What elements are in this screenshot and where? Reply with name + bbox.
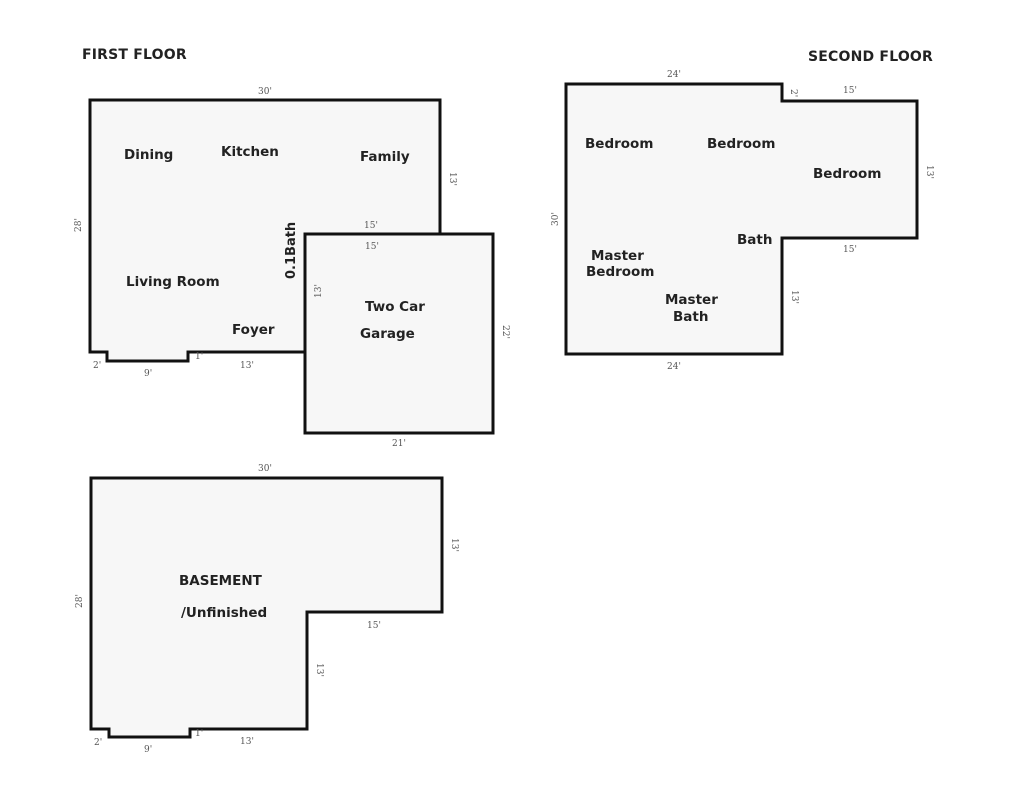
bedroom-3-label: Bedroom (813, 166, 881, 182)
family-label: Family (360, 149, 410, 165)
garage-label-line2: Garage (360, 326, 415, 342)
dim-garage-right: 22' (500, 325, 510, 339)
dim-basement-right: 13' (449, 538, 459, 552)
basement-outline (89, 476, 444, 739)
dim-second-left: 30' (551, 212, 561, 226)
dim-basement-step-in: 15' (367, 621, 381, 631)
dim-second-top-right: 15' (843, 86, 857, 96)
half-bath-label: 0.1Bath (284, 222, 299, 279)
second-floor-outline (564, 82, 919, 356)
bath-label: Bath (737, 232, 772, 248)
master-bedroom-label-line2: Bedroom (586, 264, 654, 280)
dim-first-top: 30' (258, 87, 272, 97)
dim-second-top: 24' (667, 70, 681, 80)
master-bath-label-line2: Bath (673, 309, 708, 325)
dim-second-bottom: 24' (667, 362, 681, 372)
dim-second-step: 2' (788, 89, 798, 97)
first-floor-plan: Dining Kitchen Family 0.1Bath Living Roo… (74, 87, 510, 449)
dim-first-notch-right: 1' (195, 352, 203, 362)
kitchen-label: Kitchen (221, 144, 279, 160)
dim-garage-top: 15' (365, 242, 379, 252)
dim-first-notch-left: 2' (93, 361, 101, 371)
dim-garage-left: 13' (314, 284, 324, 298)
basement-label-line1: BASEMENT (179, 573, 263, 589)
basement-plan: BASEMENT /Unfinished 30' 28' 13' 15' 13'… (75, 464, 459, 755)
dim-garage-bottom: 21' (392, 439, 406, 449)
dim-first-notch-bottom: 9' (144, 369, 152, 379)
dim-basement-notch-right: 1' (195, 729, 203, 739)
dim-basement-bottom-right: 13' (240, 737, 254, 747)
master-bath-label-line1: Master (665, 292, 718, 308)
first-floor-outline (88, 98, 442, 363)
bedroom-1-label: Bedroom (585, 136, 653, 152)
master-bedroom-label-line1: Master (591, 248, 644, 264)
dining-label: Dining (124, 147, 173, 163)
dim-second-right: 13' (924, 165, 934, 179)
bedroom-2-label: Bedroom (707, 136, 775, 152)
dim-basement-inner-vertical: 13' (314, 663, 324, 677)
dim-basement-top: 30' (258, 464, 272, 474)
garage-label-line1: Two Car (365, 299, 425, 315)
dim-first-right: 13' (447, 172, 457, 186)
dim-first-bottom-right: 13' (240, 361, 254, 371)
first-floor-heading: FIRST FLOOR (82, 47, 187, 63)
dim-second-inner-vertical: 13' (789, 290, 799, 304)
second-floor-heading: SECOND FLOOR (808, 49, 934, 65)
foyer-label: Foyer (232, 322, 275, 338)
garage-outline (303, 232, 495, 435)
dim-basement-left: 28' (75, 594, 85, 608)
dim-basement-notch-bottom: 9' (144, 745, 152, 755)
dim-basement-notch-left: 2' (94, 738, 102, 748)
living-room-label: Living Room (126, 274, 220, 290)
dim-first-step-in: 15' (364, 221, 378, 231)
second-floor-plan: Bedroom Bedroom Bedroom Bath Master Bedr… (551, 70, 934, 372)
dim-second-step-in: 15' (843, 245, 857, 255)
dim-first-left: 28' (74, 218, 84, 232)
basement-label-line2: /Unfinished (181, 605, 267, 621)
